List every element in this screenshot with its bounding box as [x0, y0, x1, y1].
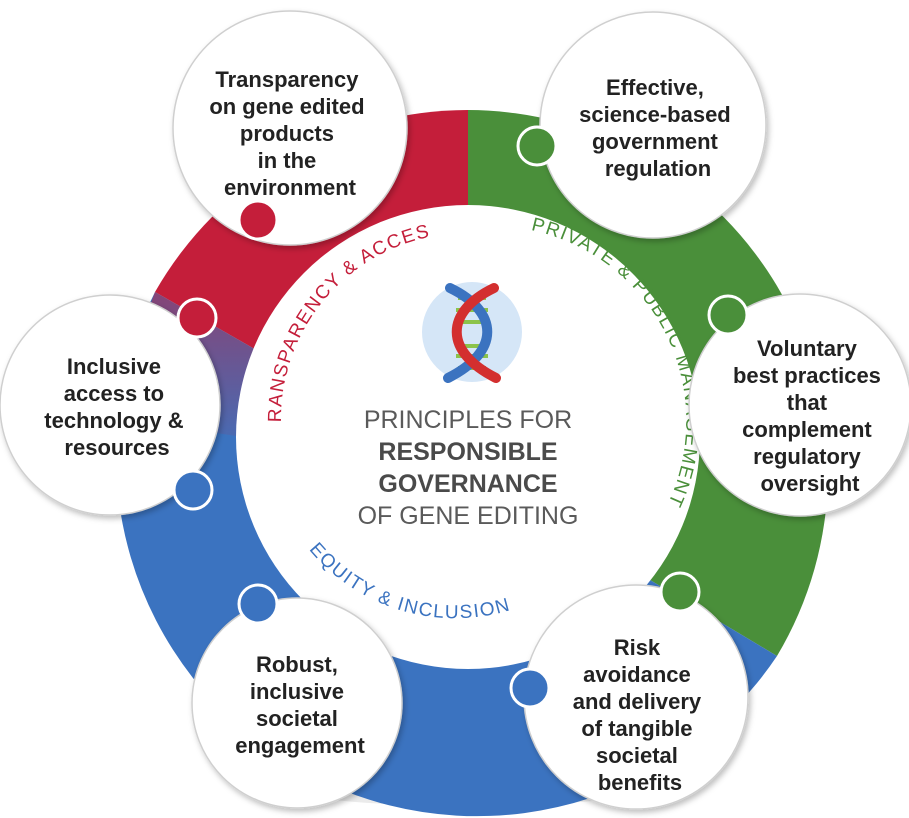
principle-dot [509, 667, 551, 709]
principle-text: Transparency on gene edited products in … [209, 67, 370, 200]
principle-voluntary-practices: Voluntary best practices that complement… [688, 293, 909, 517]
principle-risk-avoidance: Risk avoidance and delivery of tangible … [509, 571, 749, 810]
principle-government-regulation: Effective, science-based government regu… [516, 11, 767, 239]
principle-dot [237, 199, 279, 241]
center-title: PRINCIPLES FOR RESPONSIBLE GOVERNANCE OF… [358, 406, 579, 530]
principle-societal-engagement: Robust, inclusive societal engagement [191, 583, 403, 809]
principle-dot [516, 125, 558, 167]
dna-icon [422, 282, 522, 383]
principle-transparency-products: Transparency on gene edited products in … [172, 10, 408, 246]
principle-dot [707, 294, 749, 336]
principle-inclusive-access: Inclusive access to technology & resourc… [0, 294, 221, 516]
principle-text: Robust, inclusive societal engagement [235, 652, 365, 758]
principle-dot [659, 571, 701, 613]
title-line-4: OF GENE EDITING [358, 502, 579, 530]
title-line-1: PRINCIPLES FOR [364, 406, 572, 434]
principle-text: Voluntary best practices that complement… [733, 336, 887, 496]
principle-text: Inclusive access to technology & resourc… [44, 354, 189, 460]
principle-text: Risk avoidance and delivery of tangible … [573, 635, 708, 795]
title-line-2: RESPONSIBLE [378, 438, 557, 466]
principle-text: Effective, science-based government regu… [579, 75, 737, 181]
principle-dot [237, 583, 279, 625]
center-disc [236, 205, 700, 669]
principle-dot [176, 297, 218, 339]
principle-dot [172, 469, 214, 511]
title-line-3: GOVERNANCE [378, 470, 557, 498]
